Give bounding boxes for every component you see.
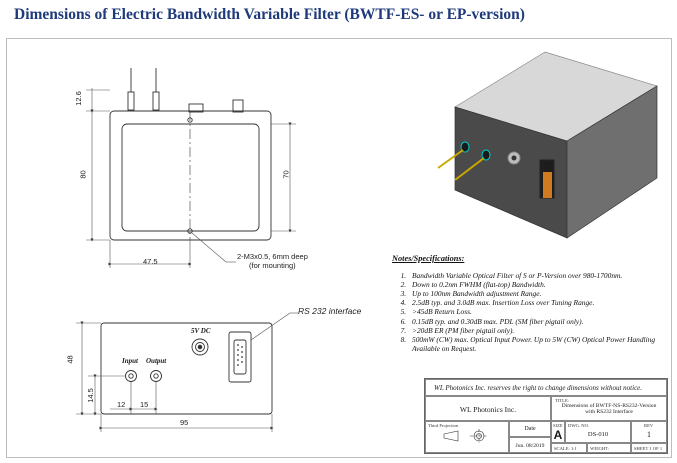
tb-scale-cell: SCALE: 1:1 — [551, 443, 587, 453]
tb-date-value: Jun. 08/2019 — [515, 443, 545, 449]
tb-title-cell: TITLE: Dimensions of BWTF-NS-RS232-Versi… — [551, 396, 667, 421]
side-body — [100, 322, 273, 415]
note-item: 500mW (CW) max. Optical Input Power. Up … — [408, 335, 667, 353]
dc-jack — [191, 338, 209, 356]
dc-label: 5V DC — [191, 327, 211, 335]
front-connector-1 — [188, 103, 204, 113]
dim-port-height: 14.5 — [85, 388, 95, 403]
tb-title-label: TITLE: — [555, 398, 570, 403]
tb-size-label: SIZE — [553, 423, 563, 428]
iso-side — [566, 85, 658, 239]
note-item: 0.15dB typ. and 0.30dB max. PDL (SM fibe… — [408, 317, 667, 326]
tb-dwg-cell: DWG. NO. DS-010 — [565, 421, 631, 443]
tb-date-value-cell: Jun. 08/2019 — [509, 437, 551, 453]
tb-rev-value: 1 — [647, 430, 651, 439]
rs232-label: RS 232 interface — [298, 306, 362, 316]
dim-side-width: 95 — [180, 418, 189, 427]
note-item: 2.5dB typ. and 3.0dB max. Insertion Loss… — [408, 298, 667, 307]
tb-disclaimer: WL Photonics Inc. reserves the right to … — [434, 384, 643, 392]
notes-heading: Notes/Specifications: — [392, 254, 465, 263]
note-item: >45dB Return Loss. — [408, 307, 667, 316]
dim-hole-x: 47.5 — [143, 257, 158, 266]
note-item: >20dB ER (PM fiber pigtail only). — [408, 326, 667, 335]
front-window — [121, 123, 260, 232]
note-item: Up to 100nm Bandwidth adjustment Range. — [408, 289, 667, 298]
output-label: Output — [146, 357, 167, 365]
tb-weight-cell: WEIGHT: — [587, 443, 631, 453]
dim-front-height: 80 — [78, 170, 88, 179]
side-view — [100, 322, 273, 415]
mount-hole-bottom — [187, 228, 193, 234]
drawing-frame — [6, 38, 672, 458]
tb-projection-label: Third Projection — [428, 423, 459, 428]
dim-front-inner-height: 70 — [281, 170, 291, 179]
projection-symbol — [443, 429, 488, 443]
input-port — [125, 370, 137, 382]
front-view — [109, 68, 272, 241]
tb-dwg-label: DWG. NO. — [568, 423, 590, 428]
front-connector-2 — [232, 99, 244, 113]
title-block: WL Photonics Inc. reserves the right to … — [424, 378, 668, 454]
tb-projection-cell: Third Projection — [425, 421, 509, 453]
note-item: Bandwidth Variable Optical Filter of S o… — [408, 271, 667, 280]
tb-dwg-value: DS-010 — [587, 431, 609, 438]
input-label: Input — [122, 357, 138, 365]
rs232-port — [228, 331, 252, 383]
note-item: Down to 0.2nm FWHM (flat-top) Bandwidth. — [408, 280, 667, 289]
tb-size-value: A — [553, 428, 563, 442]
dim-output-x: 15 — [140, 400, 149, 409]
dim-side-height: 48 — [65, 355, 75, 364]
page-title: Dimensions of Electric Bandwidth Variabl… — [14, 6, 525, 23]
notes-specifications: Notes/Specifications: Bandwidth Variable… — [392, 254, 667, 353]
tb-scale: SCALE: 1:1 — [554, 446, 577, 451]
front-fiber-boot-2 — [152, 91, 160, 111]
tb-size-cell: SIZE A — [551, 421, 565, 443]
mount-hole-top — [187, 117, 193, 123]
output-port — [150, 370, 162, 382]
tb-sheet-cell: SHEET 1 OF 1 — [631, 443, 667, 453]
tb-company-cell: WL Photonics Inc. — [425, 396, 551, 421]
front-body — [109, 110, 272, 241]
tb-date-label: Date — [524, 426, 536, 432]
tb-rev-label: REV — [644, 423, 654, 428]
tb-weight: WEIGHT: — [590, 446, 610, 451]
tb-disclaimer-cell: WL Photonics Inc. reserves the right to … — [425, 379, 667, 396]
notes-list: Bandwidth Variable Optical Filter of S o… — [392, 271, 667, 353]
front-fiber-boot-1 — [127, 91, 135, 111]
dim-input-x: 12 — [117, 400, 126, 409]
dim-top-offset: 12.6 — [73, 91, 83, 106]
iso-view — [437, 51, 658, 239]
tb-title-text: Dimensions of BWTF-NS-RS232-Version with… — [561, 403, 657, 416]
tb-company: WL Photonics Inc. — [459, 405, 517, 414]
tb-rev-cell: REV 1 — [631, 421, 667, 443]
hole-note: 2-M3x0.5, 6mm deep — [237, 252, 308, 261]
tb-sheet: SHEET 1 OF 1 — [634, 446, 663, 451]
tb-date-label-cell: Date — [509, 421, 551, 437]
hole-note-mounting: (for mounting) — [249, 261, 296, 270]
